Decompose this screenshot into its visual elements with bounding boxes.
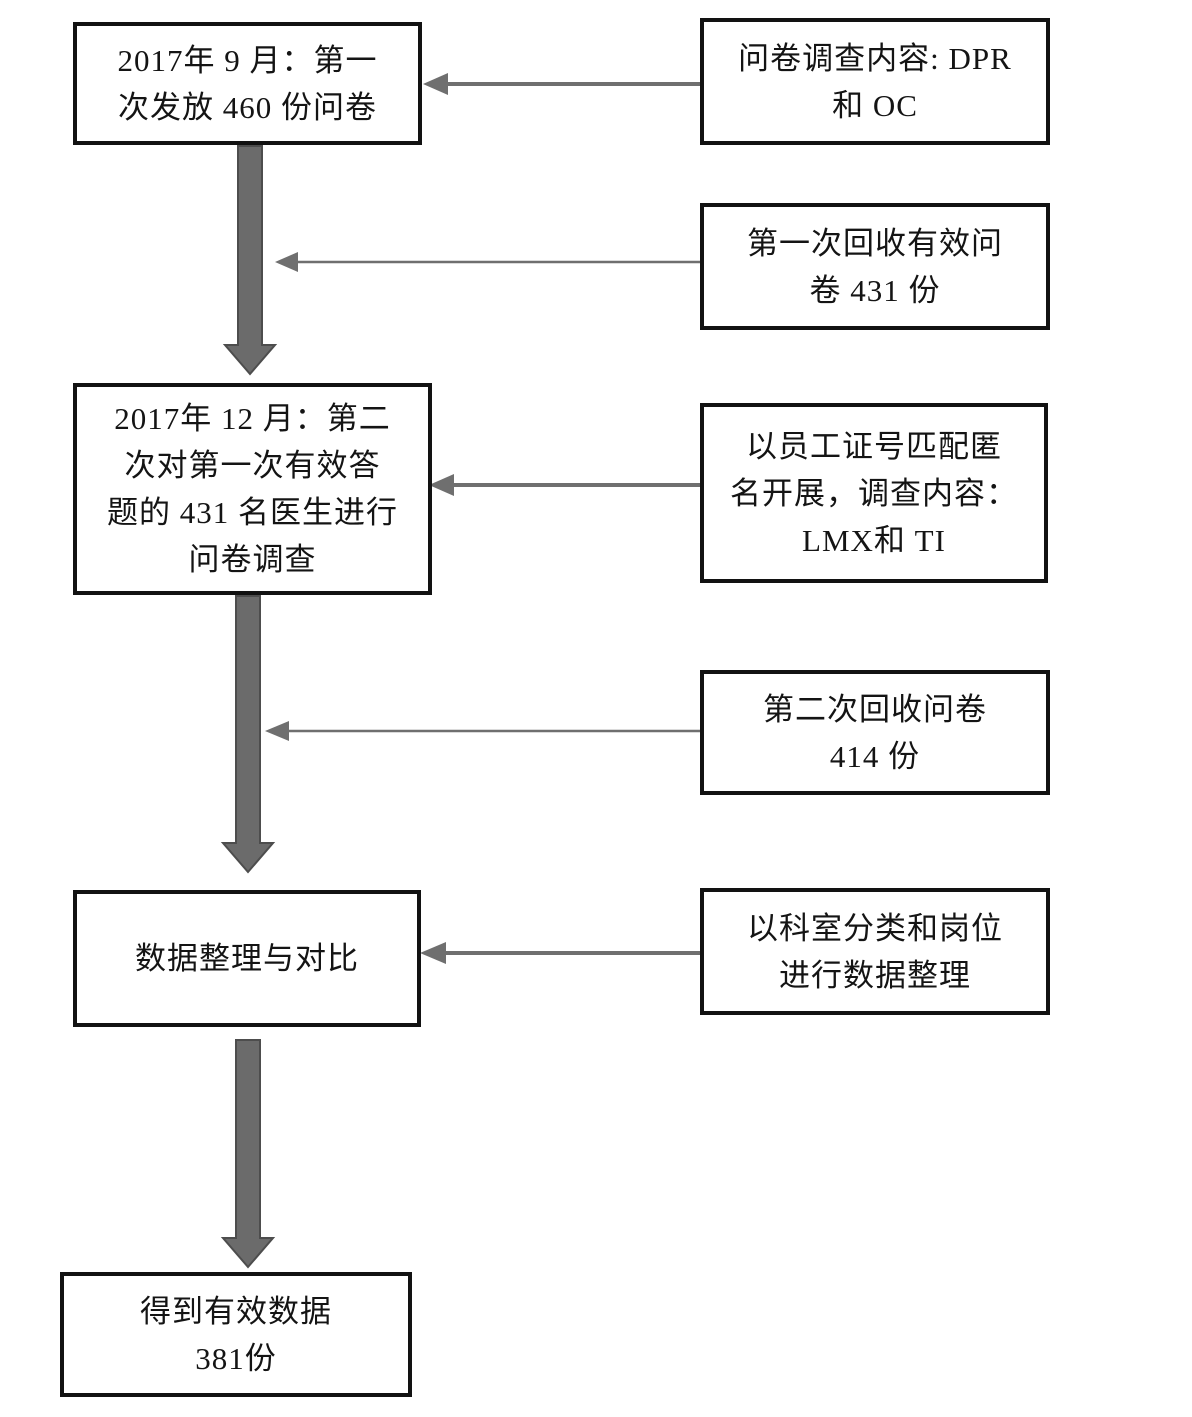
flow-step-1: 2017年 9 月：第一 次发放 460 份问卷 [73, 22, 422, 145]
annotation-box-2-text: 第一次回收有效问 卷 431 份 [747, 225, 1003, 308]
annotation-box-4: 第二次回收问卷 414 份 [700, 670, 1050, 795]
left-arrow-icon-4 [265, 721, 700, 741]
annotation-box-4-text: 第二次回收问卷 414 份 [763, 691, 987, 774]
annotation-box-2: 第一次回收有效问 卷 431 份 [700, 203, 1050, 330]
down-arrow-icon-1 [222, 145, 278, 376]
annotation-box-1-text: 问卷调查内容: DPR 和 OC [738, 40, 1012, 123]
flow-step-4-text: 得到有效数据 381份 [140, 1293, 332, 1376]
left-arrow-icon-3 [429, 474, 700, 496]
flow-step-1-text: 2017年 9 月：第一 次发放 460 份问卷 [117, 42, 378, 125]
left-arrow-icon-5 [420, 942, 700, 964]
down-arrow-icon-2 [220, 595, 276, 874]
flow-step-2: 2017年 12 月：第二 次对第一次有效答 题的 431 名医生进行 问卷调查 [73, 383, 432, 595]
annotation-box-3: 以员工证号匹配匿 名开展，调查内容： LMX和 TI [700, 403, 1048, 583]
left-arrow-icon-2 [275, 252, 700, 272]
flow-step-2-text: 2017年 12 月：第二 次对第一次有效答 题的 431 名医生进行 问卷调查 [107, 401, 398, 577]
left-arrow-icon-1 [423, 73, 700, 95]
annotation-box-3-text: 以员工证号匹配匿 名开展，调查内容： LMX和 TI [730, 428, 1018, 558]
flow-step-4: 得到有效数据 381份 [60, 1272, 412, 1397]
flow-step-3-text: 数据整理与对比 [135, 941, 359, 976]
annotation-box-1: 问卷调查内容: DPR 和 OC [700, 18, 1050, 145]
flow-step-3: 数据整理与对比 [73, 890, 421, 1027]
annotation-box-5-text: 以科室分类和岗位 进行数据整理 [747, 910, 1003, 993]
annotation-box-5: 以科室分类和岗位 进行数据整理 [700, 888, 1050, 1015]
down-arrow-icon-3 [220, 1039, 276, 1269]
